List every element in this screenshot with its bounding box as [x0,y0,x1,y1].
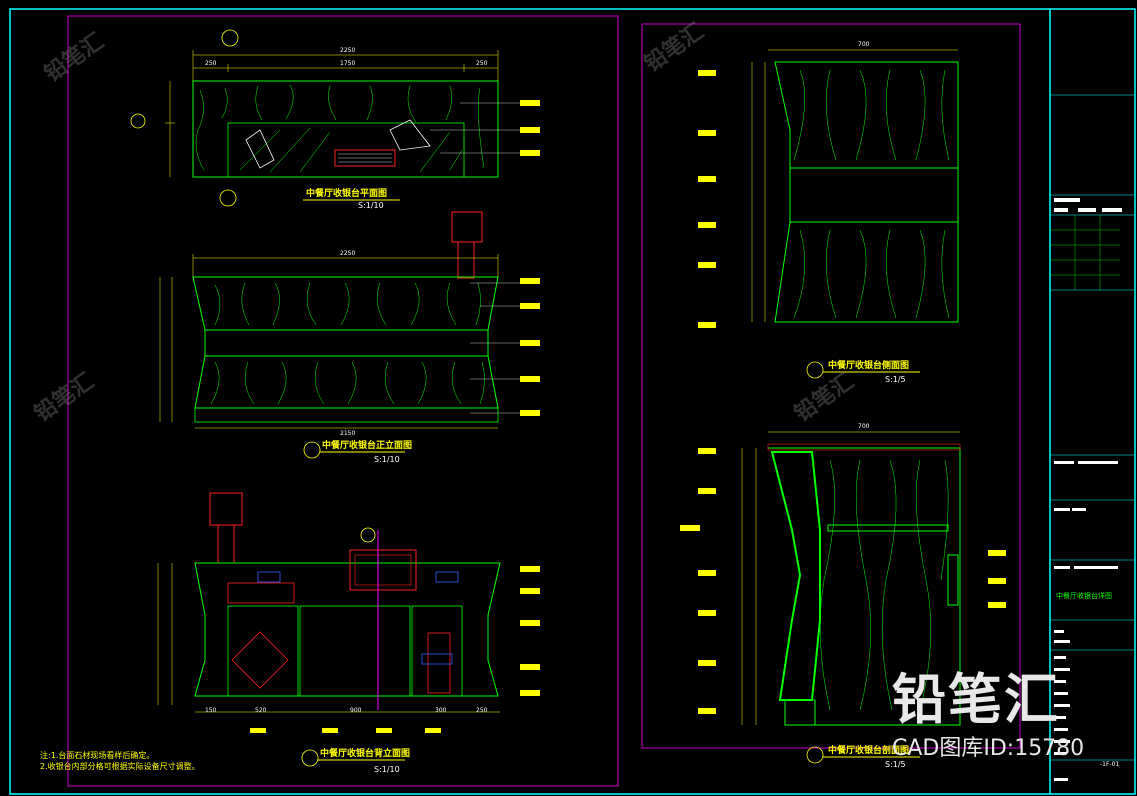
right-sheet-frame [641,23,1021,749]
front-elevation: 2250 2150 [159,100,540,459]
dim-plan-right: 250 [476,60,488,67]
front-title: 中餐厅收银台正立面图 [322,439,412,451]
back-title: 中餐厅收银台背立面图 [320,747,410,759]
section-view: 700 [680,423,1006,764]
cad-id-label: CAD图库ID:15780 [892,736,1085,761]
dim-plan-mid: 1750 [340,60,355,67]
titleblock-drawing-name: 中餐厅收银台详图 [1056,591,1112,600]
dim-back-right: 250 [476,707,488,714]
dim-section-total: 700 [858,423,870,430]
left-sheet-frame [67,15,619,787]
brand-logo-text: 铅笔汇 [892,668,1060,731]
dim-plan-total: 2250 [340,47,355,54]
side-title: 中餐厅收银台侧面图 [828,359,909,371]
dim-front-bottom: 2150 [340,430,355,437]
drawing-notes: 注:1.台面石材现场看样后确定。 2.收银台内部分格可根据实际设备尺寸调整。 [40,750,200,772]
titleblock-text-blocks [1054,198,1122,781]
plan-view: 2250 250 1750 250 [130,29,499,207]
dim-back-r: 300 [435,707,447,714]
note-2: 2.收银台内部分格可根据实际设备尺寸调整。 [40,762,200,771]
front-scale: S:1/10 [374,455,400,464]
dim-back-h1: 150 [205,707,217,714]
back-elevation: 150 520 900 300 250 [157,492,540,767]
dim-front-total: 2250 [340,250,355,257]
section-scale: S:1/5 [885,760,906,769]
titleblock [1050,94,1135,761]
section-title: 中餐厅收银台剖面图 [828,744,909,756]
dim-side-total: 700 [858,41,870,48]
outer-border [9,8,1136,795]
side-scale: S:1/5 [885,375,906,384]
dim-back-mid: 900 [350,707,362,714]
back-scale: S:1/10 [374,765,400,774]
dim-back-h2: 520 [255,707,267,714]
titleblock-code: -1F-01 [1100,761,1119,768]
dim-plan-left: 250 [205,60,217,67]
titleblock-table [1050,215,1120,290]
plan-scale: S:1/10 [358,201,384,210]
note-1: 注:1.台面石材现场看样后确定。 [40,751,155,760]
plan-title: 中餐厅收银台平面图 [306,187,387,199]
side-view: 700 [698,41,959,379]
